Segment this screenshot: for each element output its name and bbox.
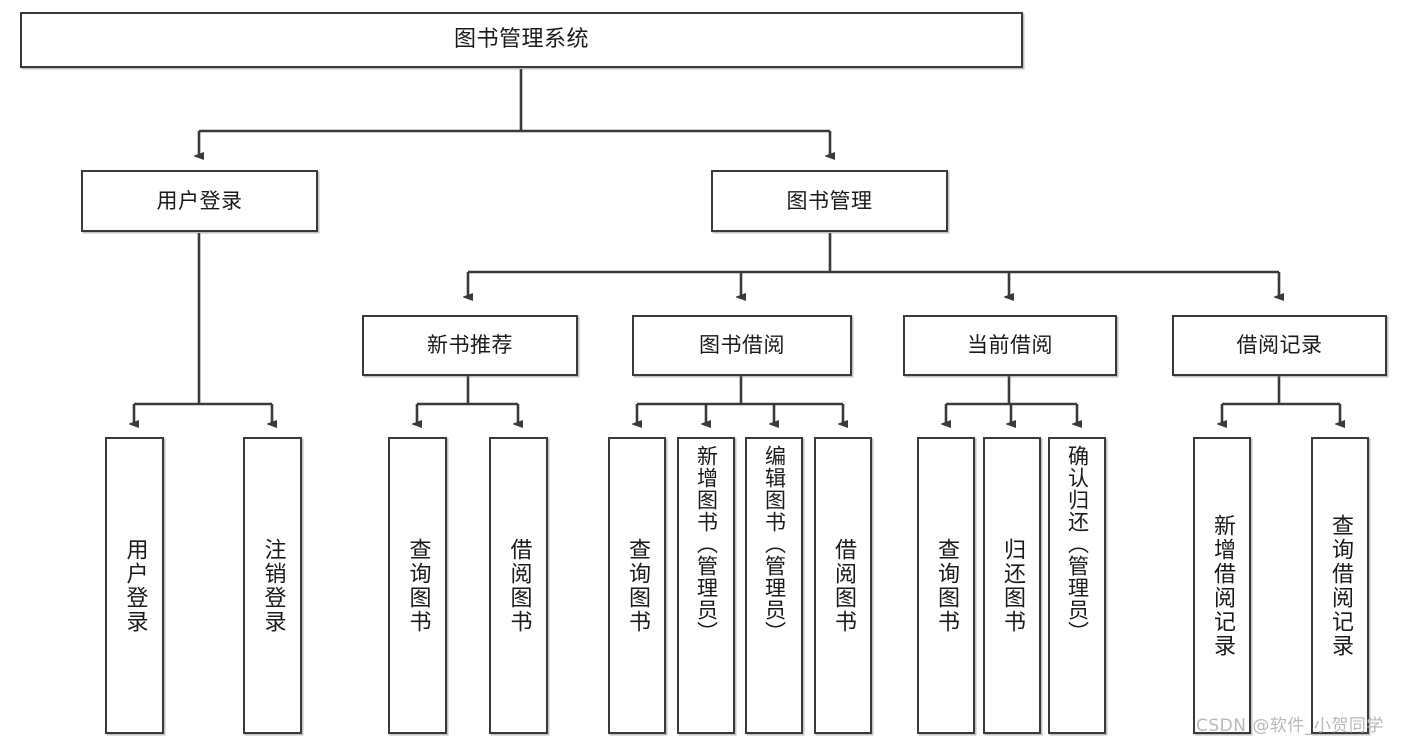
node-label: 当前借阅 (967, 333, 1053, 358)
node-label: 新增借阅记录 (1210, 513, 1235, 658)
node-label: 用户登录 (122, 537, 148, 634)
node-label: 图书管理 (786, 188, 873, 213)
leaf-record-query-record[interactable]: 查询借阅记录 (1311, 437, 1369, 734)
leaf-recommend-query-book[interactable]: 查询图书 (388, 437, 447, 734)
leaf-borrow-edit-book-admin[interactable]: 编辑图书（管理员） (745, 437, 803, 734)
leaf-recommend-borrow-book[interactable]: 借阅图书 (489, 437, 548, 734)
node-label: 查询图书 (625, 537, 650, 634)
leaf-user-login-login[interactable]: 用户登录 (105, 437, 164, 734)
node-label: 查询图书 (405, 537, 431, 634)
node-label: 新增图书（管理员） (694, 445, 719, 643)
node-root-system[interactable]: 图书管理系统 (20, 12, 1023, 68)
leaf-user-login-logout[interactable]: 注销登录 (243, 437, 302, 734)
node-label: 借阅记录 (1236, 333, 1323, 358)
node-book-management[interactable]: 图书管理 (711, 170, 948, 232)
leaf-current-confirm-return-admin[interactable]: 确认归还（管理员） (1048, 437, 1106, 734)
node-label: 用户登录 (156, 188, 243, 213)
node-label: 查询借阅记录 (1328, 513, 1353, 658)
leaf-current-return-book[interactable]: 归还图书 (983, 437, 1041, 734)
leaf-record-add-record[interactable]: 新增借阅记录 (1193, 437, 1251, 734)
node-label: 借阅图书 (506, 537, 532, 634)
node-label: 查询图书 (934, 537, 959, 634)
node-book-borrow[interactable]: 图书借阅 (632, 315, 852, 376)
node-borrow-record[interactable]: 借阅记录 (1172, 315, 1387, 376)
leaf-current-query-book[interactable]: 查询图书 (917, 437, 975, 734)
node-label: 图书管理系统 (453, 27, 589, 53)
leaf-borrow-borrow-book[interactable]: 借阅图书 (814, 437, 872, 734)
node-label: 新书推荐 (427, 333, 513, 358)
csdn-watermark: CSDN @软件_小贺同学 (1196, 716, 1384, 736)
node-label: 图书借阅 (699, 333, 785, 358)
leaf-borrow-add-book-admin[interactable]: 新增图书（管理员） (677, 437, 735, 734)
node-label: 借阅图书 (831, 537, 856, 634)
node-user-login[interactable]: 用户登录 (81, 170, 318, 232)
node-current-borrow[interactable]: 当前借阅 (903, 315, 1117, 376)
node-label: 编辑图书（管理员） (762, 445, 787, 643)
node-label: 注销登录 (260, 537, 286, 634)
leaf-borrow-query-book[interactable]: 查询图书 (608, 437, 666, 734)
node-label: 归还图书 (1000, 537, 1025, 634)
node-label: 确认归还（管理员） (1065, 445, 1090, 643)
node-new-book-recommend[interactable]: 新书推荐 (362, 315, 578, 376)
